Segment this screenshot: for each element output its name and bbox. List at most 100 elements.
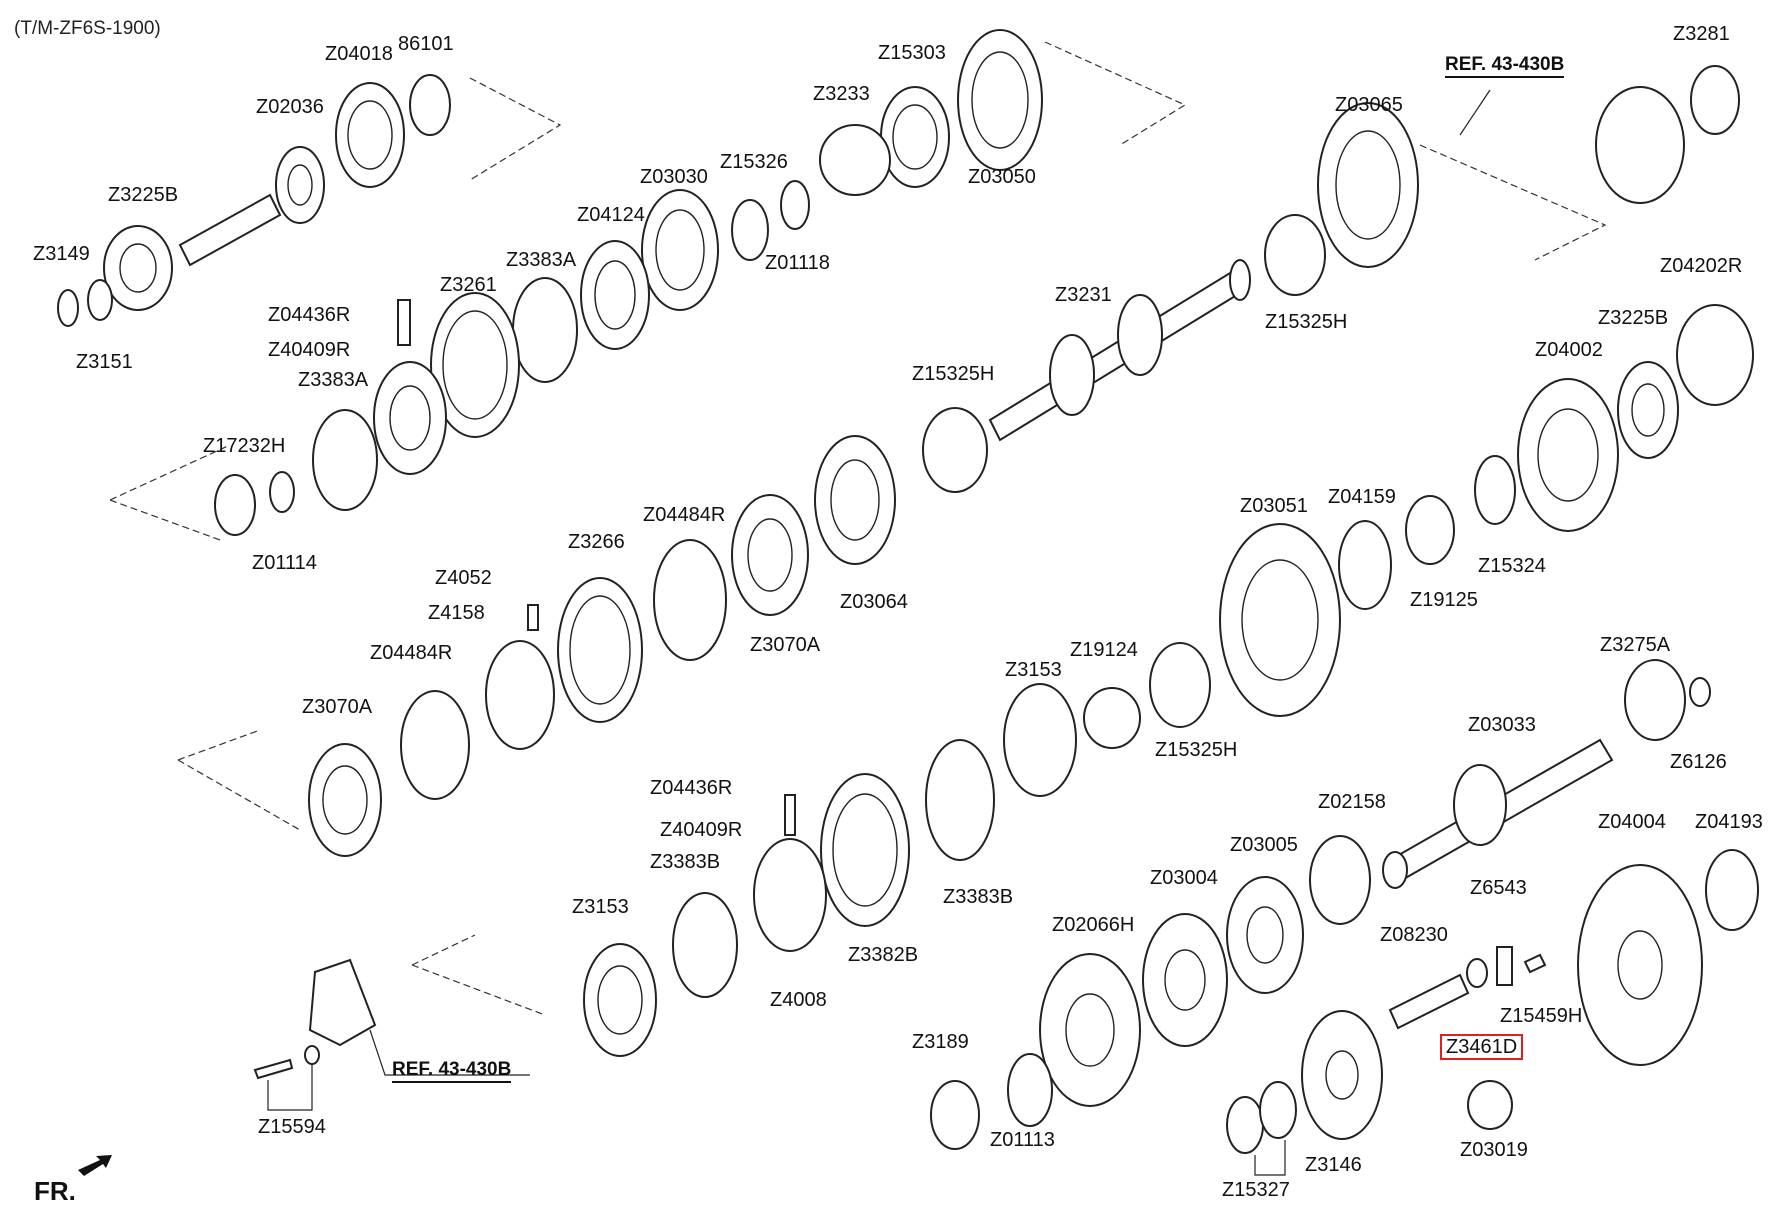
part-label-z15324[interactable]: Z15324 <box>1478 555 1546 577</box>
part-label-z03019[interactable]: Z03019 <box>1460 1139 1528 1161</box>
sleeve-z3382b <box>820 773 910 927</box>
part-label-z3149[interactable]: Z3149 <box>33 243 90 265</box>
part-label-z15325h-top[interactable]: Z15325H <box>1265 311 1348 333</box>
part-label-z03033[interactable]: Z03033 <box>1468 714 1536 736</box>
part-label-z6543[interactable]: Z6543 <box>1470 877 1527 899</box>
part-label-z4008[interactable]: Z4008 <box>770 989 827 1011</box>
part-label-z15326[interactable]: Z15326 <box>720 151 788 173</box>
part-label-z02036[interactable]: Z02036 <box>256 96 324 118</box>
part-label-86101[interactable]: 86101 <box>398 33 454 55</box>
part-label-z40409r[interactable]: Z40409R <box>268 339 351 361</box>
part-label-z03064[interactable]: Z03064 <box>840 591 908 613</box>
part-label-z03051[interactable]: Z03051 <box>1240 495 1308 517</box>
shaft-z08230 <box>1388 973 1470 1030</box>
part-label-z3383a-2[interactable]: Z3383A <box>298 369 369 391</box>
part-label-z3231[interactable]: Z3231 <box>1055 284 1112 306</box>
gear-z03065 <box>1317 102 1419 268</box>
part-label-z3281[interactable]: Z3281 <box>1673 23 1730 45</box>
gear-z03005 <box>1226 876 1304 994</box>
washer-z3461d <box>1466 958 1488 988</box>
spring-z40409r-2 <box>784 794 796 836</box>
part-label-z3461d-highlighted[interactable]: Z3461D <box>1440 1034 1524 1060</box>
part-label-z40409r-2[interactable]: Z40409R <box>660 819 743 841</box>
bearing-z3225b <box>103 225 173 311</box>
part-label-z02066h[interactable]: Z02066H <box>1052 914 1135 936</box>
part-label-z4158[interactable]: Z4158 <box>428 602 485 624</box>
cover-plate <box>308 958 377 1047</box>
part-label-z02158[interactable]: Z02158 <box>1318 791 1386 813</box>
part-label-z04193[interactable]: Z04193 <box>1695 811 1763 833</box>
bushing-z19124 <box>1083 687 1141 749</box>
bearing-z15325h-top <box>1264 214 1326 296</box>
synchro-z3070a-2 <box>308 743 382 857</box>
part-label-z04202r[interactable]: Z04202R <box>1660 255 1743 277</box>
part-label-z15459h[interactable]: Z15459H <box>1500 1005 1583 1027</box>
part-label-z08230[interactable]: Z08230 <box>1380 924 1448 946</box>
part-label-z3383b[interactable]: Z3383B <box>943 886 1014 908</box>
part-label-z3261[interactable]: Z3261 <box>440 274 497 296</box>
part-label-z3070a-2[interactable]: Z3070A <box>302 696 373 718</box>
seal-z04202r <box>1676 304 1754 406</box>
part-label-z3275a[interactable]: Z3275A <box>1600 634 1671 656</box>
part-label-z04436r[interactable]: Z04436R <box>268 304 351 326</box>
part-label-z04002[interactable]: Z04002 <box>1535 339 1603 361</box>
part-label-z4052[interactable]: Z4052 <box>435 567 492 589</box>
part-label-z03030[interactable]: Z03030 <box>640 166 708 188</box>
part-label-z19124[interactable]: Z19124 <box>1070 639 1138 661</box>
bushing-z19125 <box>1405 495 1455 565</box>
part-label-z3233[interactable]: Z3233 <box>813 83 870 105</box>
gear-z03050 <box>957 29 1043 171</box>
part-label-z01113[interactable]: Z01113 <box>990 1129 1055 1151</box>
diagram-title: (T/M-ZF6S-1900) <box>14 18 161 39</box>
part-label-z01114[interactable]: Z01114 <box>252 552 317 574</box>
gear-z02158 <box>1309 835 1371 925</box>
part-label-z03005[interactable]: Z03005 <box>1230 834 1298 856</box>
part-label-z3225b-2[interactable]: Z3225B <box>1598 307 1669 329</box>
part-label-z04484r-2[interactable]: Z04484R <box>370 642 453 664</box>
hub-z4052 <box>485 640 555 750</box>
part-label-z15327[interactable]: Z15327 <box>1222 1179 1290 1201</box>
part-label-z03065[interactable]: Z03065 <box>1335 94 1403 116</box>
part-label-z04004[interactable]: Z04004 <box>1598 811 1666 833</box>
part-label-z17232h[interactable]: Z17232H <box>203 435 286 457</box>
part-label-z04484r[interactable]: Z04484R <box>643 504 726 526</box>
part-label-z3151[interactable]: Z3151 <box>76 351 133 373</box>
bearing-z15326 <box>731 199 769 261</box>
part-label-z03050[interactable]: Z03050 <box>968 166 1036 188</box>
front-direction-label: FR. <box>34 1176 76 1206</box>
part-label-z04159[interactable]: Z04159 <box>1328 486 1396 508</box>
part-label-z3153[interactable]: Z3153 <box>1005 659 1062 681</box>
nut-z3281 <box>1690 65 1740 135</box>
ref-link-bottom[interactable]: REF. 43-430B <box>392 1060 512 1083</box>
part-label-z3383a[interactable]: Z3383A <box>506 249 577 271</box>
part-label-z04436r-2[interactable]: Z04436R <box>650 777 733 799</box>
part-label-z3189[interactable]: Z3189 <box>912 1031 969 1053</box>
input-shaft <box>178 146 325 267</box>
part-label-z3266[interactable]: Z3266 <box>568 531 625 553</box>
sleeve-z3261 <box>430 292 520 438</box>
part-label-z15594[interactable]: Z15594 <box>258 1116 326 1138</box>
part-label-z3383b-2[interactable]: Z3383B <box>650 851 721 873</box>
bearing-z3225b-2 <box>1617 361 1679 459</box>
part-label-z15303[interactable]: Z15303 <box>878 42 946 64</box>
part-label-z15325h-mid[interactable]: Z15325H <box>912 363 995 385</box>
part-label-z04124[interactable]: Z04124 <box>577 204 645 226</box>
ring-z01113 <box>1007 1053 1053 1127</box>
bearing-z3275a <box>1624 659 1686 741</box>
part-label-z3070a[interactable]: Z3070A <box>750 634 821 656</box>
part-label-z6126[interactable]: Z6126 <box>1670 751 1727 773</box>
part-label-z3146[interactable]: Z3146 <box>1305 1154 1362 1176</box>
part-label-z19125[interactable]: Z19125 <box>1410 589 1478 611</box>
gear-z03030 <box>641 189 719 311</box>
part-label-z15325h-low[interactable]: Z15325H <box>1155 739 1238 761</box>
part-label-z04018[interactable]: Z04018 <box>325 43 393 65</box>
countershaft-z03033 <box>1382 738 1614 889</box>
leader-lines <box>267 89 1491 1176</box>
part-label-z3382b[interactable]: Z3382B <box>848 944 919 966</box>
part-label-z3153-2[interactable]: Z3153 <box>572 896 629 918</box>
part-label-z01118[interactable]: Z01118 <box>765 252 830 274</box>
part-label-z3225b[interactable]: Z3225B <box>108 184 179 206</box>
part-label-z03004[interactable]: Z03004 <box>1150 867 1218 889</box>
ref-link-top[interactable]: REF. 43-430B <box>1445 55 1565 78</box>
